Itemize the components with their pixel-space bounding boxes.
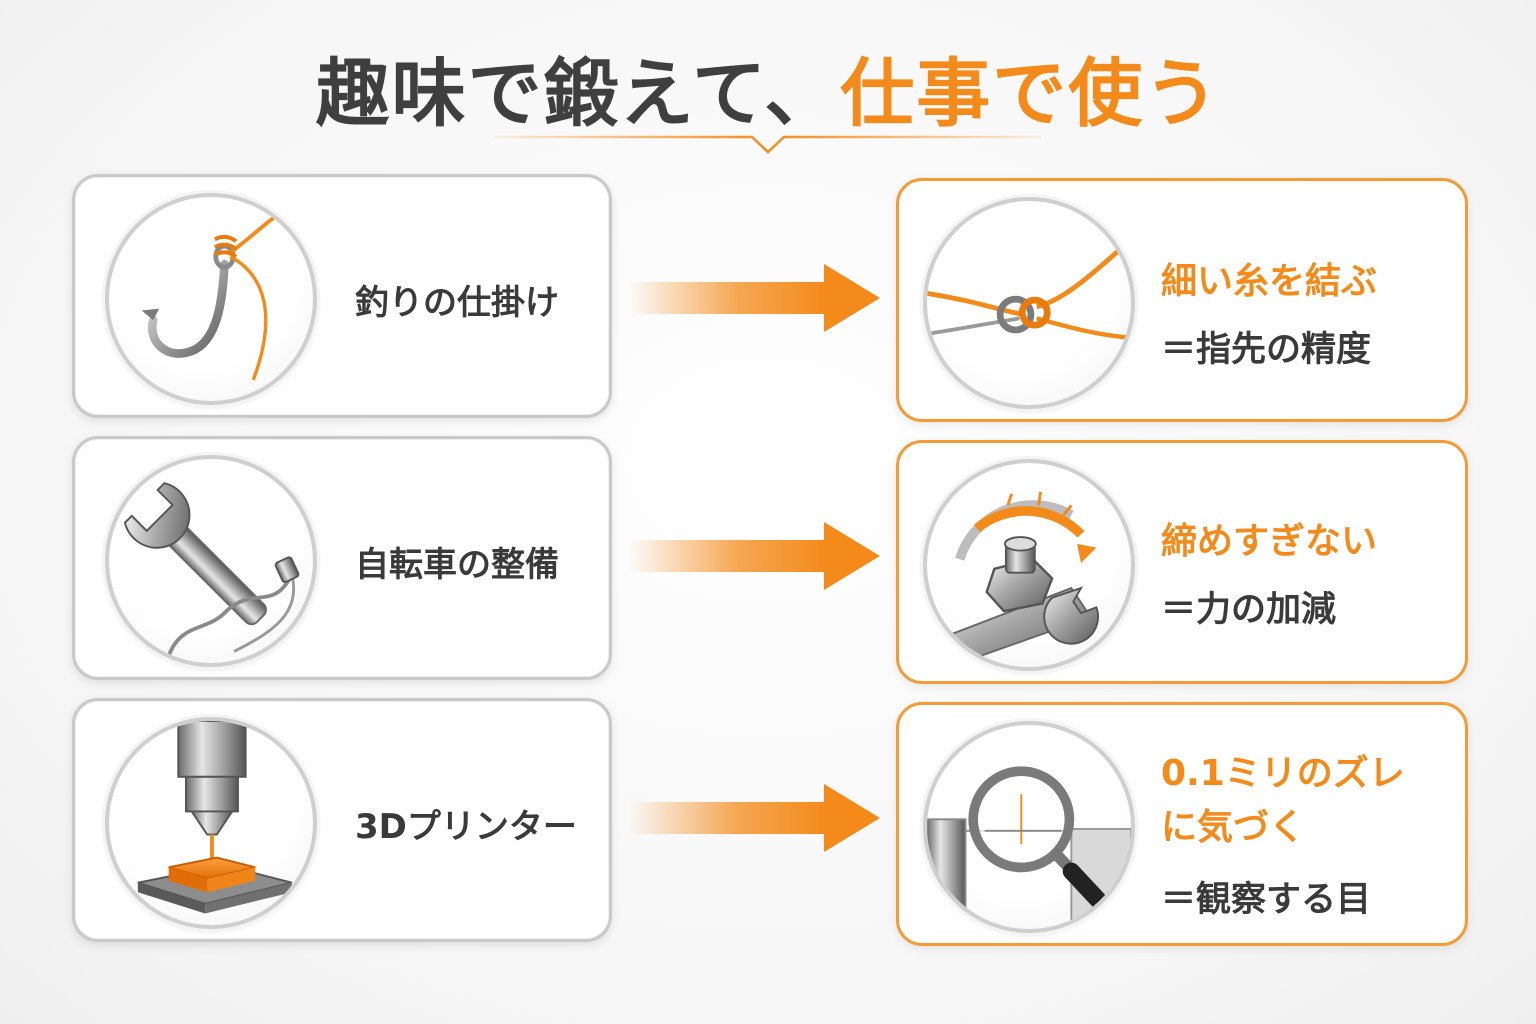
work-card-inspect: 0.1ミリのズレ に気づく ＝観察する目 <box>896 702 1468 946</box>
fishing-hook-icon <box>105 193 317 405</box>
knot-icon <box>923 197 1135 409</box>
arrow-3 <box>628 784 880 852</box>
arrow-1 <box>628 264 880 332</box>
torque-bolt-icon <box>923 459 1135 671</box>
hobby-label-3dprinter: 3Dプリンター <box>355 807 577 847</box>
work-head-knot: 細い糸を結ぶ <box>1161 261 1378 302</box>
work-card-knot: 細い糸を結ぶ ＝指先の精度 <box>896 178 1468 422</box>
work-head-inspect-line2: に気づく <box>1161 807 1306 848</box>
arrow-2 <box>628 522 880 590</box>
work-sub-knot: ＝指先の精度 <box>1161 330 1372 370</box>
work-sub-torque: ＝力の加減 <box>1161 590 1337 630</box>
work-card-torque: 締めすぎない ＝力の加減 <box>896 440 1468 684</box>
title-part-hobby: 趣味で鍛えて、 <box>315 51 841 137</box>
work-head-inspect-line1: 0.1ミリのズレ <box>1161 753 1405 794</box>
hobby-card-3dprinter: 3Dプリンター <box>72 698 612 942</box>
title-underline <box>494 135 1042 154</box>
hobby-label-fishing: 釣りの仕掛け <box>355 283 559 323</box>
wrench-cable-icon <box>105 455 317 667</box>
page-title: 趣味で鍛えて、仕事で使う <box>0 34 1536 141</box>
hobby-label-bicycle: 自転車の整備 <box>355 545 559 585</box>
title-part-work: 仕事で使う <box>840 51 1221 137</box>
work-sub-inspect: ＝観察する目 <box>1161 880 1372 920</box>
work-head-torque: 締めすぎない <box>1161 521 1378 562</box>
hobby-card-fishing: 釣りの仕掛け <box>72 174 612 418</box>
magnifier-icon <box>923 721 1135 933</box>
3d-printer-icon <box>105 717 317 929</box>
hobby-card-bicycle: 自転車の整備 <box>72 436 612 680</box>
